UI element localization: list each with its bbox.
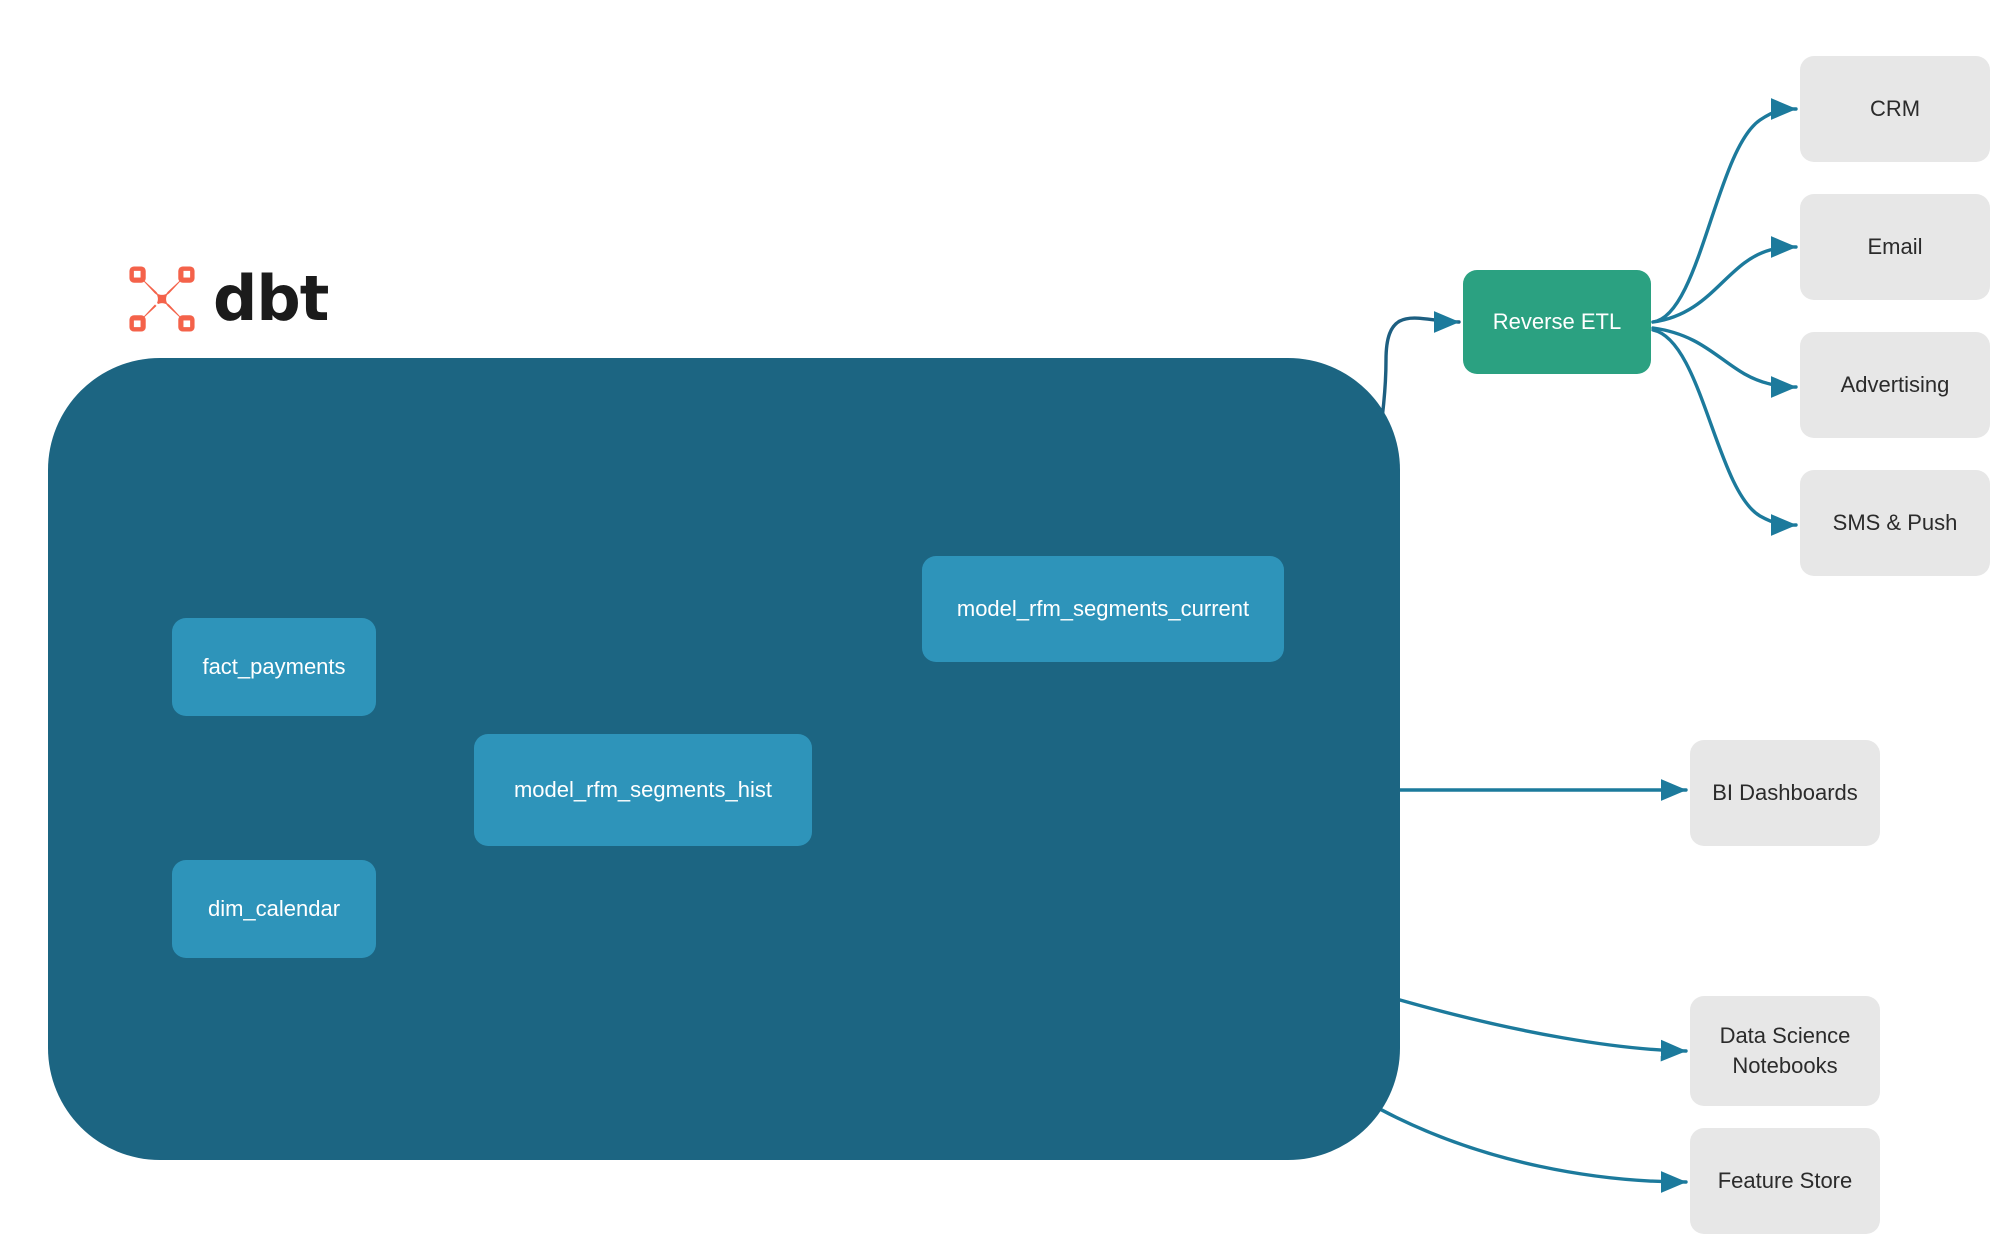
- destination-node-crm[interactable]: CRM: [1800, 56, 1990, 162]
- destination-node-sms-push[interactable]: SMS & Push: [1800, 470, 1990, 576]
- edge-reverse-etl-to-sms-push: [1651, 328, 1798, 536]
- destination-label: BI Dashboards: [1712, 780, 1858, 805]
- destination-node-feature-store[interactable]: Feature Store: [1690, 1128, 1880, 1234]
- model-node-label: model_rfm_segments_current: [956, 596, 1250, 621]
- edge-reverse-etl-to-crm: [1651, 98, 1798, 324]
- reverse-etl-label: Reverse ETL: [1492, 309, 1622, 334]
- model-node-dim-calendar[interactable]: dim_calendar: [172, 860, 376, 958]
- destination-label: Advertising: [1840, 372, 1950, 397]
- model-node-label: dim_calendar: [207, 896, 341, 921]
- model-node-rfm-segments-hist[interactable]: model_rfm_segments_hist: [474, 734, 812, 846]
- destination-label-line2: Notebooks: [1732, 1053, 1838, 1078]
- edge-reverse-etl-to-email: [1651, 236, 1798, 324]
- model-node-label: model_rfm_segments_hist: [513, 777, 772, 802]
- dbt-logo: dbt: [125, 262, 329, 336]
- model-node-label: fact_payments: [202, 654, 346, 679]
- destination-node-bi-dashboards[interactable]: BI Dashboards: [1690, 740, 1880, 846]
- destination-label-line1: Data Science: [1719, 1023, 1851, 1048]
- model-node-fact-payments[interactable]: fact_payments: [172, 618, 376, 716]
- reverse-etl-node[interactable]: Reverse ETL: [1463, 270, 1651, 374]
- destination-label: CRM: [1869, 96, 1921, 121]
- model-node-rfm-segments-current[interactable]: model_rfm_segments_current: [922, 556, 1284, 662]
- destination-label: Email: [1867, 234, 1923, 259]
- dbt-wordmark: dbt: [213, 262, 329, 335]
- destination-node-data-science-notebooks[interactable]: Data Science Notebooks: [1690, 996, 1880, 1106]
- destination-label: SMS & Push: [1832, 510, 1958, 535]
- destination-node-advertising[interactable]: Advertising: [1800, 332, 1990, 438]
- destination-node-email[interactable]: Email: [1800, 194, 1990, 300]
- edge-reverse-etl-to-advertising: [1651, 326, 1798, 398]
- dbt-x-mark-icon: [129, 266, 195, 332]
- destination-label: Feature Store: [1717, 1168, 1853, 1193]
- destination-label: Data Science Notebooks: [1720, 1021, 1851, 1081]
